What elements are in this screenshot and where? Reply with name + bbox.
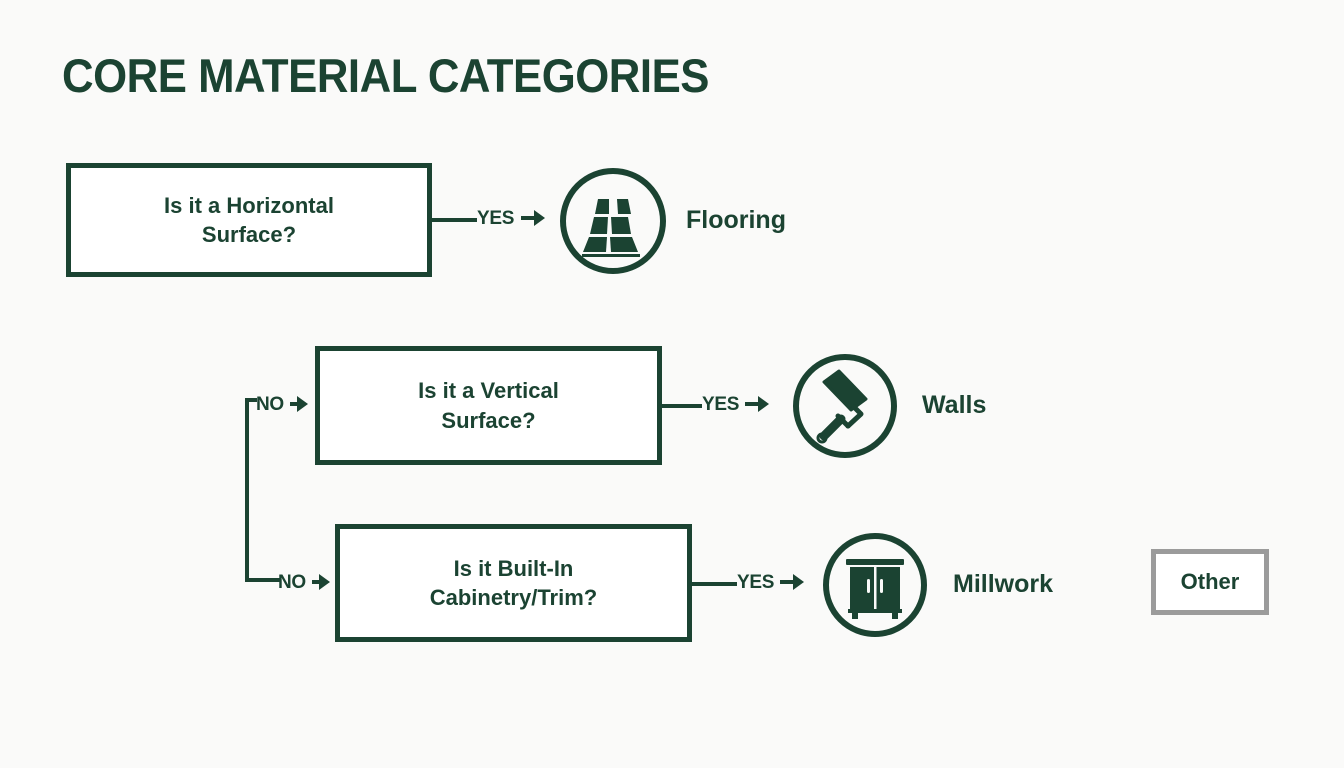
outcome-label-flooring: Flooring (686, 206, 786, 234)
branch-label-yes-flooring: YES (477, 208, 515, 229)
flooring-planks-icon (560, 168, 666, 274)
connector-stub-yes-millwork (780, 580, 796, 584)
branch-label-no-cabinetry: NO (278, 572, 306, 593)
connector-line-yes-walls (662, 404, 702, 408)
decision-box-built-in-cabinetry[interactable]: Is it Built-In Cabinetry/Trim? (335, 524, 692, 642)
connector-line-yes-flooring (432, 218, 477, 222)
arrow-head-yes-walls (758, 396, 769, 412)
other-box-label: Other (1180, 569, 1240, 594)
decision-box-label: Is it a Horizontal Surface? (154, 191, 344, 250)
decision-box-horizontal-surface[interactable]: Is it a Horizontal Surface? (66, 163, 432, 277)
connector-line-yes-millwork (692, 582, 737, 586)
paint-roller-icon (793, 354, 897, 458)
other-box[interactable]: Other (1151, 549, 1269, 615)
arrow-head-yes-flooring (534, 210, 545, 226)
decision-line-2: Surface? (201, 222, 297, 247)
decision-box-label: Is it a Vertical Surface? (408, 376, 569, 435)
outcome-label-millwork: Millwork (953, 570, 1054, 598)
arrow-head-no-cabinetry (319, 574, 330, 590)
branch-label-yes-walls: YES (702, 394, 740, 415)
decision-line-2: Cabinetry/Trim? (429, 585, 598, 610)
connector-trunk-no (245, 398, 249, 582)
cabinet-icon (823, 533, 927, 637)
decision-box-vertical-surface[interactable]: Is it a Vertical Surface? (315, 346, 662, 465)
page-title: CORE MATERIAL CATEGORIES (62, 49, 709, 102)
decision-box-label: Is it Built-In Cabinetry/Trim? (420, 554, 607, 613)
arrow-head-no-vertical (297, 396, 308, 412)
branch-label-yes-millwork: YES (737, 572, 775, 593)
decision-line-1: Is it Built-In (453, 555, 574, 581)
decision-line-1: Is it a Horizontal (164, 192, 334, 218)
connector-stub-yes-flooring (521, 216, 537, 220)
arrow-head-yes-millwork (793, 574, 804, 590)
branch-label-no-vertical: NO (256, 394, 284, 415)
outcome-label-walls: Walls (922, 391, 987, 419)
connector-stub-no-vertical (290, 402, 300, 406)
decision-line-2: Surface? (441, 407, 536, 433)
connector-stub-no-cabinetry (312, 580, 322, 584)
decision-line-1: Is it a Vertical (418, 378, 559, 404)
connector-stub-yes-walls (745, 402, 761, 406)
connector-elbow-no-top (245, 398, 257, 402)
connector-elbow-no-bottom (245, 578, 281, 582)
